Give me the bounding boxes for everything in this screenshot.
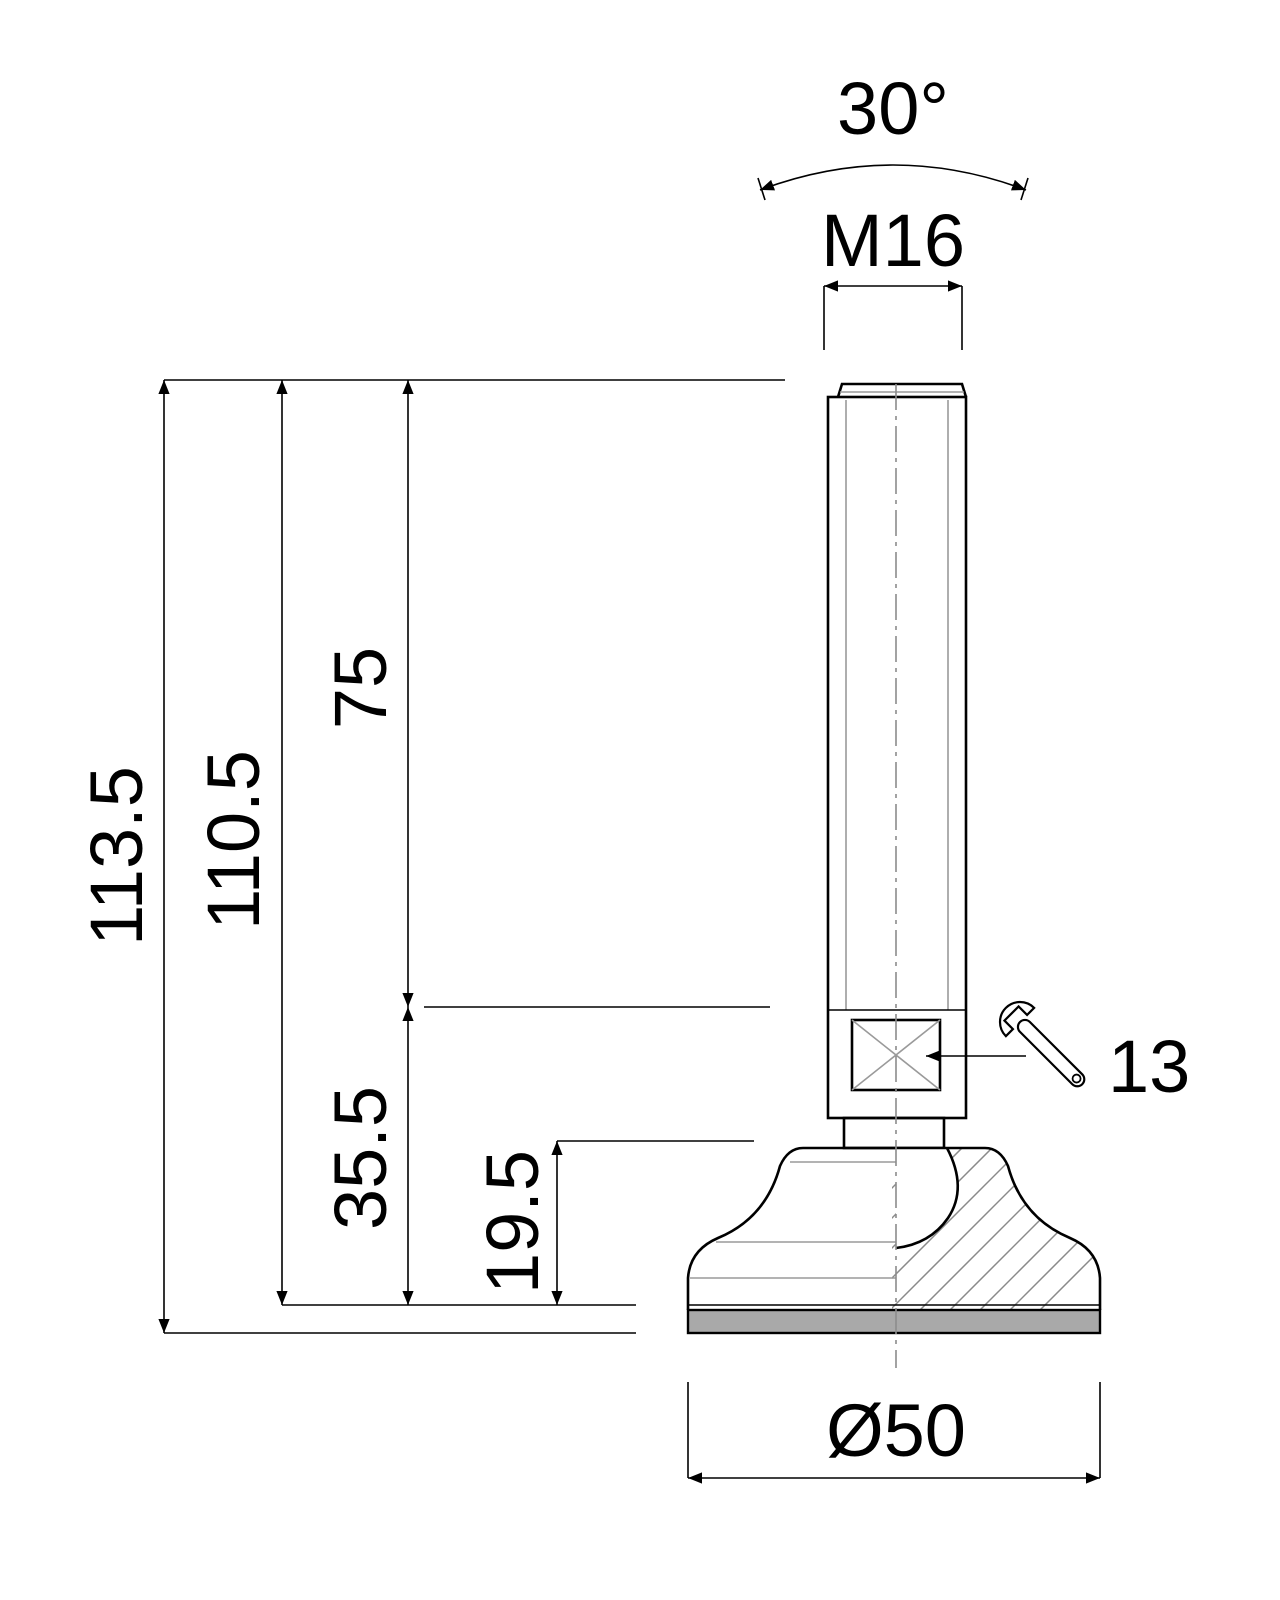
dim-thread-length-label: 75: [319, 647, 402, 729]
dim-base-height: 19.5: [471, 1141, 563, 1305]
dim-base-diameter: Ø50: [688, 1389, 1100, 1484]
dim-thread-size: M16: [821, 199, 965, 292]
dim-tilt-angle-label: 30°: [837, 67, 949, 150]
dim-base-height-label: 19.5: [471, 1150, 554, 1294]
stud: [826, 382, 968, 1120]
neck: [842, 1116, 946, 1150]
dim-overall-height-label: 113.5: [75, 766, 158, 946]
dim-thread-size-label: M16: [821, 199, 965, 282]
wrench-icon: [998, 1000, 1086, 1088]
dim-hex-height-label: 35.5: [319, 1086, 402, 1230]
wrench-size-label: 13: [1108, 1025, 1190, 1108]
dim-hex-height: 35.5: [319, 1007, 414, 1305]
dim-height-to-base-label: 110.5: [192, 750, 275, 930]
wrench-callout: 13: [926, 1000, 1190, 1108]
dim-base-diameter-label: Ø50: [826, 1389, 966, 1472]
dim-height-to-base: 110.5: [192, 380, 288, 1305]
dim-thread-length: 75: [319, 380, 414, 1007]
extension-lines: [164, 286, 1101, 1478]
base-pad: [686, 1308, 1102, 1335]
dim-tilt-angle: 30°: [757, 67, 1029, 201]
dim-overall-height: 113.5: [75, 380, 170, 1333]
section-hatch: [892, 1148, 1100, 1310]
base: [686, 1146, 1102, 1335]
